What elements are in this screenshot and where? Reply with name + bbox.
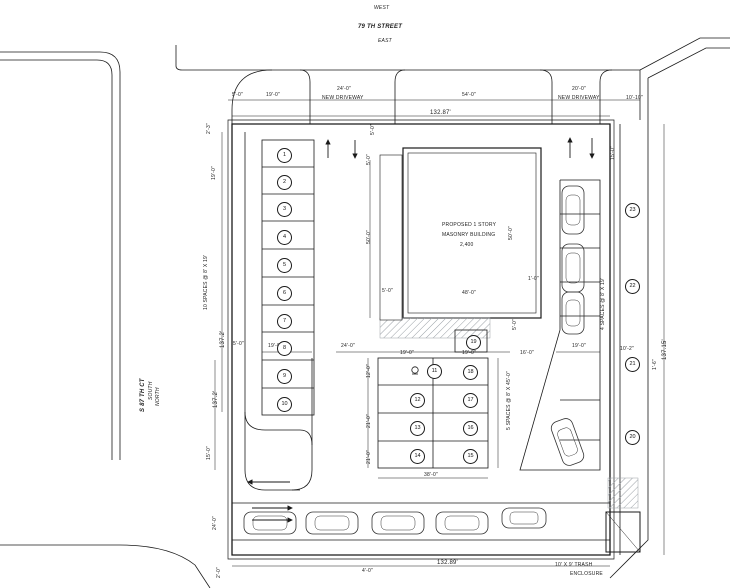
note-trash-line2: ENCLOSURE: [570, 571, 603, 577]
stall-number-13: 13: [410, 421, 425, 436]
building-dim-height: 50'-0": [508, 226, 514, 240]
dim-mid-19-0-c: 19'-0": [462, 350, 476, 356]
stall-number-3: 3: [277, 202, 292, 217]
dim-left-2-3: 2'-3": [206, 123, 212, 134]
property-boundary: [231, 123, 611, 556]
side-street-label-south: SOUTH: [148, 381, 154, 401]
dim-mid-19-0-a: 19'-0": [268, 343, 282, 349]
stall-number-9: 9: [277, 369, 292, 384]
stall-number-1: 1: [277, 148, 292, 163]
street-context-lines: [0, 37, 730, 588]
dim-mid-16-0: 16'-0": [520, 350, 534, 356]
dim-left-upper: 137.2': [220, 330, 226, 348]
bottom-drive-aisle: [232, 502, 610, 541]
dim-right-15-0: 15'-0": [610, 146, 616, 160]
parked-cars-bottom: [243, 507, 547, 535]
dim-left-5-0: 5'-0": [233, 341, 244, 347]
street-label-name: 79 TH STREET: [358, 24, 403, 30]
stall-number-5: 5: [277, 258, 292, 273]
note-right-spaces: 4 SPACES @ 8' X 19': [600, 277, 606, 330]
dim-right-overall: 137.15': [662, 339, 668, 360]
dim-right-1-6: 1'-6": [652, 359, 658, 370]
stall-number-14: 14: [410, 449, 425, 464]
dim-top-overall: 132.87': [430, 110, 451, 116]
top-dim-10-10: 10'-10": [626, 95, 643, 101]
stall-number-11: 11: [427, 364, 442, 379]
accessible-stall-symbol: [411, 366, 419, 375]
stall-number-12: 12: [410, 393, 425, 408]
stall-number-7: 7: [277, 314, 292, 329]
dim-stall-5-0-a: 5'-0": [370, 124, 376, 135]
property-boundary-outer: [227, 119, 615, 560]
top-dim-19-0: 19'-0": [266, 92, 280, 98]
note-trash-line1: 10' X 9' TRASH: [555, 562, 593, 568]
top-dim-20-0: 20'-0": [572, 86, 586, 92]
stall-number-16: 16: [463, 421, 478, 436]
street-label-east: EAST: [378, 38, 392, 44]
dim-left-2-0: 2'-0": [216, 567, 222, 578]
building-offset-left: 5'-0": [382, 288, 393, 294]
dim-left-19-0: 19'-0": [211, 166, 217, 180]
dim-building-left-offset-vert: 5'-0": [366, 154, 372, 165]
stall-number-15: 15: [463, 449, 478, 464]
dim-mid-24-0: 24'-0": [341, 343, 355, 349]
note-mid-spaces: 5 SPACES @ 8' X 45'-0": [506, 371, 512, 430]
parked-cars-right: [550, 185, 585, 466]
dim-stall-21-0-a: 21'-0": [366, 414, 372, 428]
stall-number-8: 8: [277, 341, 292, 356]
dim-bottom-4-0: 4'-0": [362, 568, 373, 574]
note-left-spaces: 10 SPACES @ 8' X 19': [203, 254, 209, 310]
top-label-new-driveway-2: NEW DRIVEWAY: [558, 95, 600, 101]
side-street-label-north: NORTH: [155, 387, 161, 406]
building-dim-depth: 50'-0": [366, 230, 372, 244]
stall-number-19: 19: [466, 335, 481, 350]
driveway-curbs: [231, 69, 613, 124]
dim-stall-12-0: 12'-0": [366, 364, 372, 378]
dim-stall-5-0-b: 5'-0": [512, 319, 518, 330]
interior-drive-aisle: [244, 132, 313, 491]
building-label-line3: 2,400: [460, 242, 474, 248]
dim-stall-21-0-b: 21'-0": [366, 450, 372, 464]
stall-number-6: 6: [277, 286, 292, 301]
stall-number-20: 20: [625, 430, 640, 445]
dim-mid-19-0-d: 19'-0": [572, 343, 586, 349]
stall-number-22: 22: [625, 279, 640, 294]
building-offset-right: 1'-0": [528, 276, 539, 282]
left-parking-stalls: [261, 139, 315, 416]
building-dim-width: 48'-0": [462, 290, 476, 296]
dim-left-15-0: 15'-0": [206, 446, 212, 460]
top-dim-24-0: 24'-0": [337, 86, 351, 92]
stall-number-10: 10: [277, 397, 292, 412]
stall-number-18: 18: [463, 365, 478, 380]
stall-number-17: 17: [463, 393, 478, 408]
dimension-lines: [214, 99, 665, 567]
dim-left-24-0: 24'-0": [212, 516, 218, 530]
dim-right-10-2: 10'-2": [620, 346, 634, 352]
dim-mid-19-0-b: 19'-0": [400, 350, 414, 356]
top-dim-54-0: 54'-0": [462, 92, 476, 98]
building-label-line2: MASONRY BUILDING: [442, 232, 496, 238]
side-street-label-name: S 87 TH CT: [140, 378, 146, 412]
stall-number-2: 2: [277, 175, 292, 190]
right-parking-area: [519, 179, 601, 471]
stall-number-23: 23: [625, 203, 640, 218]
street-label-west: WEST: [374, 5, 390, 11]
trash-enclosure: [605, 477, 641, 553]
stall-number-21: 21: [625, 357, 640, 372]
dim-left-lower: 137.2': [213, 390, 219, 408]
top-label-new-driveway-1: NEW DRIVEWAY: [322, 95, 364, 101]
dim-row-width: 38'-0": [424, 472, 438, 478]
dim-bottom-overall: 132.89': [437, 560, 458, 566]
stall-number-4: 4: [277, 230, 292, 245]
top-dim-5-0: 5'-0": [232, 92, 243, 98]
building-label-line1: PROPOSED 1 STORY: [442, 222, 497, 228]
building-pad-hatch: [379, 154, 491, 339]
traffic-arrows: [247, 137, 595, 523]
